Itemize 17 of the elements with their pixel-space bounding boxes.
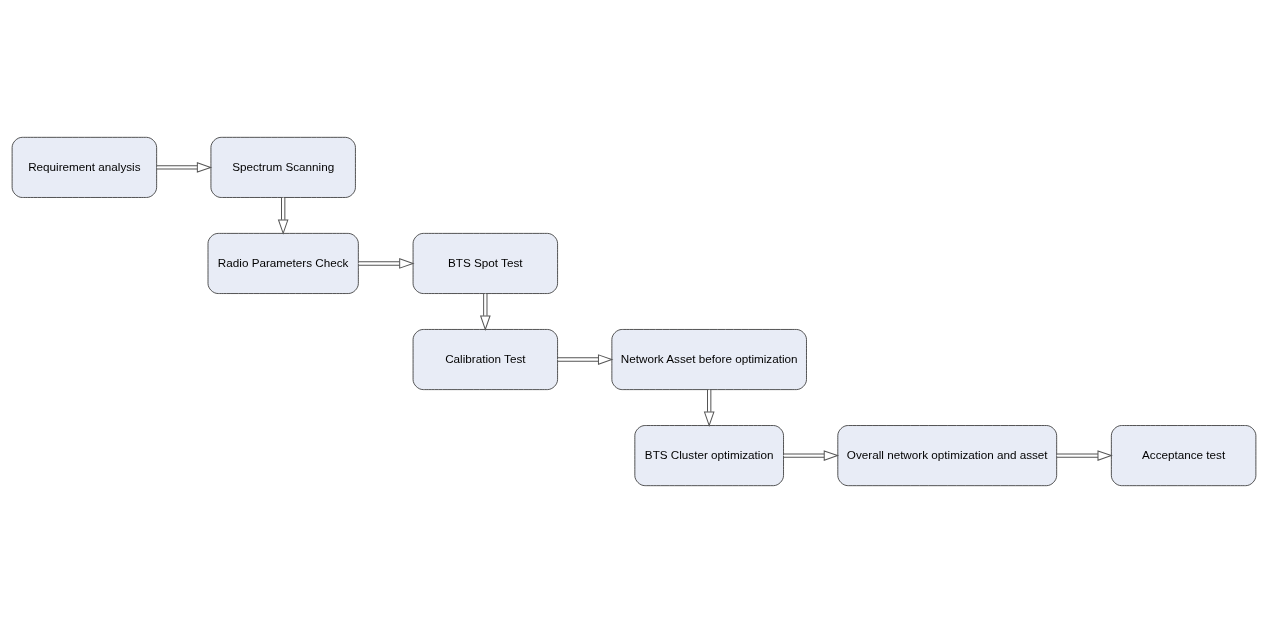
arrow [704, 388, 715, 426]
node-box: Network Asset before optimization [611, 328, 807, 390]
node-box: Spectrum Scanning [210, 136, 356, 198]
node-box: BTS Cluster optimization [634, 424, 784, 486]
node-box: Radio Parameters Check [207, 232, 359, 294]
arrow [783, 449, 839, 461]
arrow [1056, 449, 1112, 461]
node-box: Overall network optimization and asset [837, 424, 1058, 486]
node-box: Calibration Test [412, 328, 558, 390]
arrow [557, 353, 613, 365]
arrow [480, 292, 491, 330]
arrow [278, 196, 289, 234]
node-box: Requirement analysis [11, 136, 158, 198]
arrow [156, 161, 212, 173]
arrow [358, 257, 414, 269]
node-box: BTS Spot Test [412, 232, 558, 294]
node-box: Acceptance test [1110, 424, 1257, 486]
